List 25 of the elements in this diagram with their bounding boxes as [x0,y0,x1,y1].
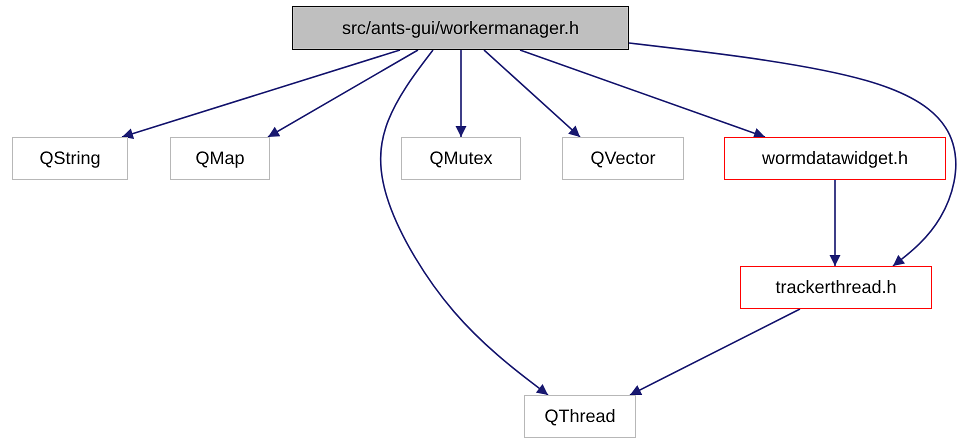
arrow [830,180,840,266]
file-name: src/ants-gui/workermanager.h [342,18,580,38]
arrow [456,50,466,137]
arrow [122,49,400,139]
arrow [268,49,418,138]
file-box [562,137,684,180]
file-name: QVector [590,148,656,169]
file-name: trackerthread.h [775,277,897,298]
arrow [483,49,581,138]
arrow [630,308,800,396]
arrow [520,49,766,138]
file-box [524,395,636,438]
file-box [740,266,932,309]
file-box [401,137,521,180]
file-box [170,137,270,180]
arrow [380,50,548,396]
file-box [292,6,629,50]
arrow [628,42,957,267]
file-name: QThread [544,406,616,427]
file-name: QMutex [429,148,493,169]
file-name: QString [39,148,101,169]
file-name: wormdatawidget.h [762,148,908,169]
file-box [12,137,128,180]
file-name: QMap [195,148,245,169]
file-box [724,137,946,180]
